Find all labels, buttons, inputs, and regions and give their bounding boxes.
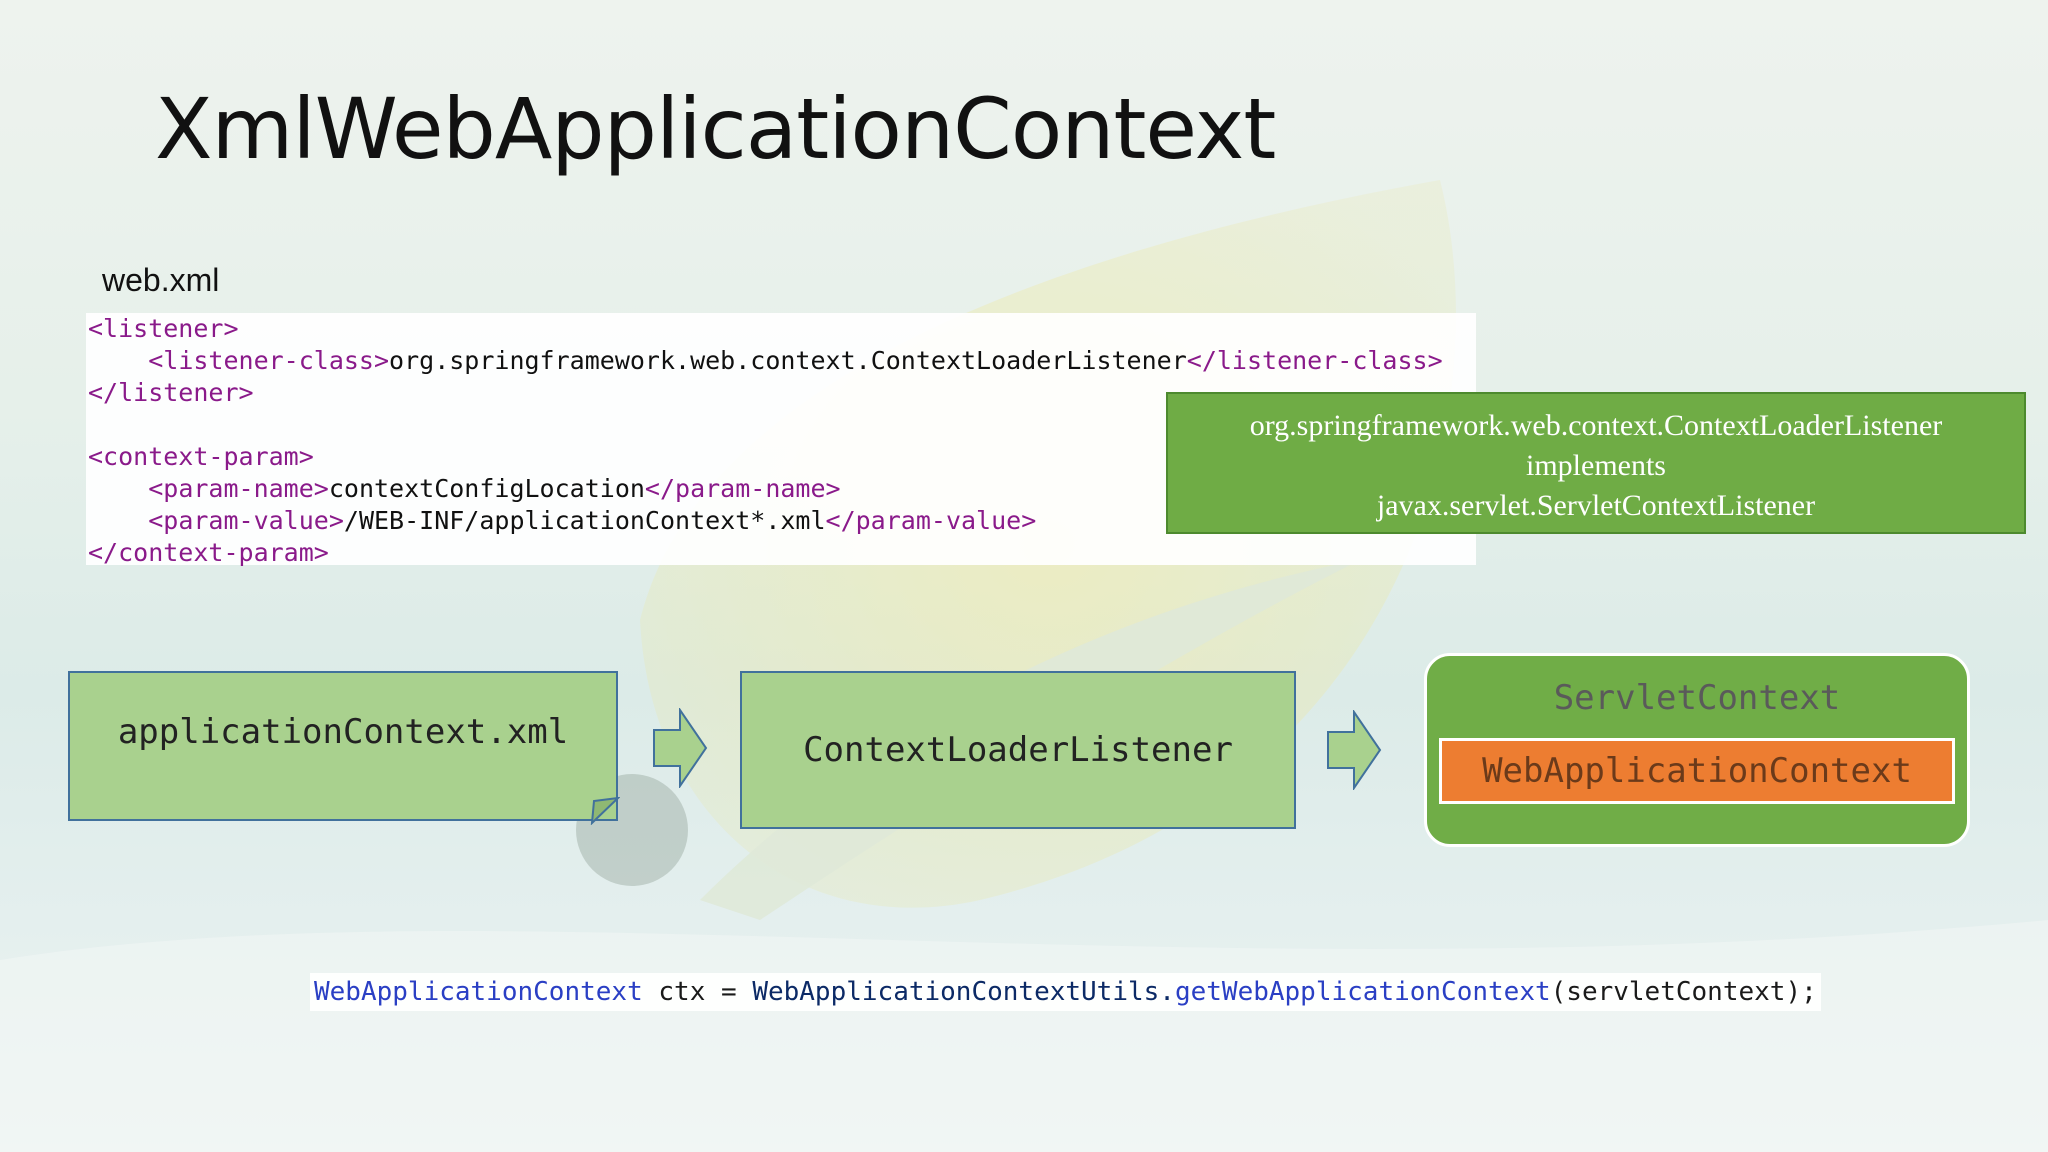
slide-title: XmlWebApplicationContext [155, 80, 1276, 178]
right-arrow-icon [653, 708, 708, 788]
xml-tag: <param-value> [148, 506, 344, 535]
implements-class-name: org.springframework.web.context.ContextL… [1249, 409, 1943, 442]
code-line: <listener> [88, 313, 239, 345]
xml-tag: </listener-class> [1186, 346, 1443, 375]
web-application-context-label: WebApplicationContext [1482, 751, 1912, 791]
indent [88, 346, 148, 375]
web-application-context-box: WebApplicationContext [1439, 738, 1955, 804]
code-line: </context-param> [88, 537, 329, 569]
code-line: <param-value>/WEB-INF/applicationContext… [88, 505, 1036, 537]
file-label: web.xml [102, 262, 220, 298]
code-util-class: WebApplicationContextUtils. [752, 977, 1175, 1007]
java-code-snippet: WebApplicationContext ctx = WebApplicati… [310, 973, 1821, 1011]
xml-tag: </param-name> [644, 474, 841, 503]
code-line: </listener> [88, 377, 254, 409]
code-variable: ctx = [642, 977, 753, 1007]
code-method: getWebApplicationContext [1174, 977, 1551, 1007]
xml-tag: <context-param> [88, 442, 314, 471]
xml-tag: </context-param> [88, 538, 329, 567]
xml-value: org.springframework.web.context.ContextL… [389, 346, 1187, 375]
code-line: <context-param> [88, 441, 314, 473]
code-args: (servletContext); [1550, 977, 1817, 1007]
xml-value: /WEB-INF/applicationContext*.xml [343, 506, 826, 535]
xml-tag: <listener-class> [148, 346, 390, 375]
xml-tag: </listener> [88, 378, 254, 407]
context-loader-listener-node: ContextLoaderListener [740, 671, 1296, 829]
document-fold-icon [590, 797, 620, 825]
code-type: WebApplicationContext [314, 977, 643, 1007]
node-label: ContextLoaderListener [803, 730, 1233, 770]
indent [88, 474, 148, 503]
servlet-context-container: ServletContext WebApplicationContext [1424, 653, 1970, 847]
indent [88, 506, 148, 535]
servlet-context-label: ServletContext [1553, 678, 1841, 718]
right-arrow-icon [1327, 710, 1382, 790]
xml-tag: </param-value> [825, 506, 1037, 535]
xml-tag: <listener> [88, 314, 239, 343]
node-label: applicationContext.xml [117, 712, 569, 752]
code-line: <param-name>contextConfigLocation</param… [88, 473, 841, 505]
xml-tag: <param-name> [148, 474, 329, 503]
implements-callout: org.springframework.web.context.ContextL… [1166, 392, 2026, 534]
implements-interface-name: javax.servlet.ServletContextListener [1376, 489, 1816, 522]
code-line: <listener-class>org.springframework.web.… [88, 345, 1443, 377]
application-context-xml-node: applicationContext.xml [68, 671, 618, 821]
xml-value: contextConfigLocation [328, 474, 645, 503]
implements-keyword: implements [1526, 449, 1666, 482]
